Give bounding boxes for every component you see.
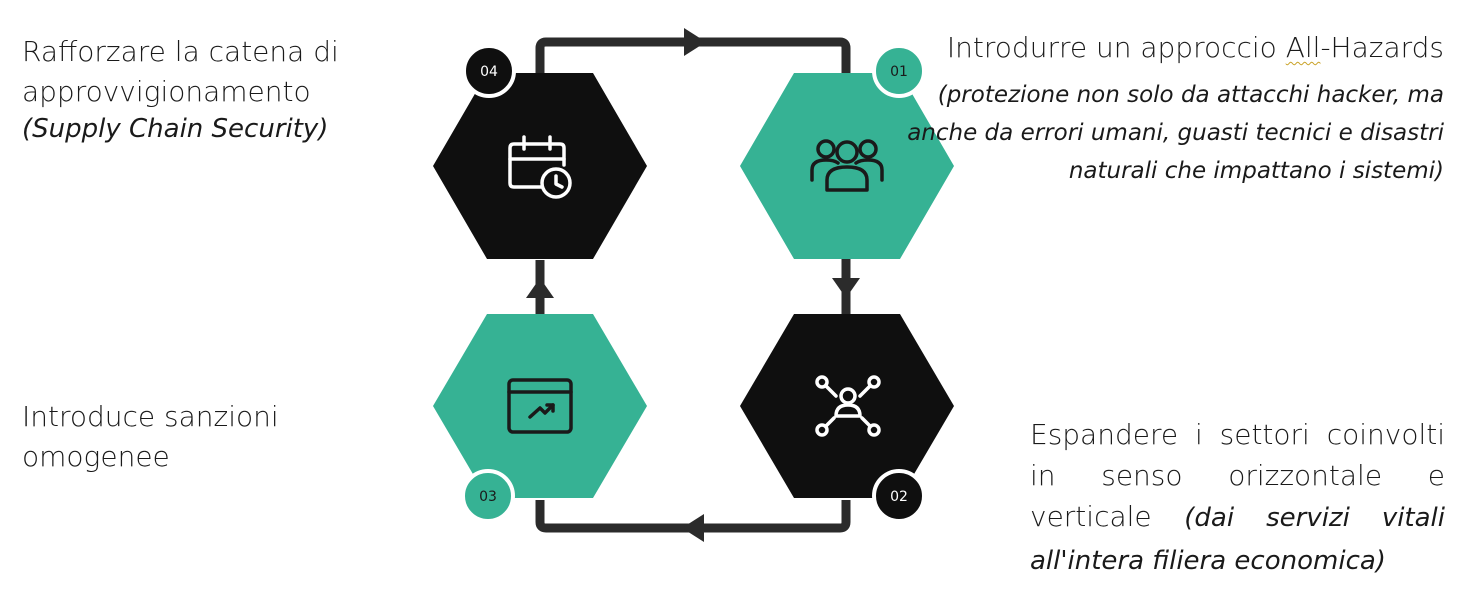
step-02-description: Espandere i settori coinvolti in senso o… <box>1030 414 1445 582</box>
hexagon-step-03 <box>433 314 647 498</box>
arrow-up-icon <box>526 278 554 298</box>
step-03-description: Introduce sanzioni omogenee <box>22 400 279 473</box>
badge-step-04: 04 <box>462 44 516 98</box>
step-01-title-underlined: All <box>1285 31 1321 64</box>
step-04-description: Rafforzare la catena di approvvigionamen… <box>22 32 412 144</box>
network-person-icon <box>815 375 881 437</box>
calendar-clock-icon <box>508 135 572 199</box>
step-02-italic: (dai servizi vitali all'intera filiera e… <box>1030 503 1446 576</box>
step-02-text: Espandere i settori coinvolti in senso o… <box>1030 418 1445 533</box>
users-icon <box>810 139 884 192</box>
step-01-italic: (protezione non solo da attacchi hacker,… <box>907 82 1444 184</box>
badge-step-02: 02 <box>872 469 926 523</box>
arrow-right-icon <box>684 28 706 56</box>
chart-window-icon <box>507 378 573 434</box>
step-01-title-post: -Hazards <box>1320 31 1444 64</box>
hexagon-step-04 <box>433 73 647 259</box>
badge-step-01: 01 <box>872 44 926 98</box>
badge-number-02: 02 <box>890 489 908 505</box>
step-01-description: Introdurre un approccio All-Hazards (pro… <box>884 28 1444 190</box>
arrow-down-icon <box>832 278 860 298</box>
badge-number-01: 01 <box>890 64 908 80</box>
step-01-title-pre: Introdurre un approccio <box>946 31 1286 64</box>
arrow-left-icon <box>682 514 704 542</box>
badge-number-04: 04 <box>480 64 498 80</box>
step-04-line1: Rafforzare la catena di <box>22 35 339 68</box>
step-04-line2: approvvigionamento <box>22 75 311 108</box>
step-04-italic: (Supply Chain Security) <box>22 114 329 144</box>
badge-number-03: 03 <box>479 489 497 505</box>
step-01-title: Introdurre un approccio All-Hazards <box>884 28 1444 68</box>
badge-step-03: 03 <box>461 469 515 523</box>
